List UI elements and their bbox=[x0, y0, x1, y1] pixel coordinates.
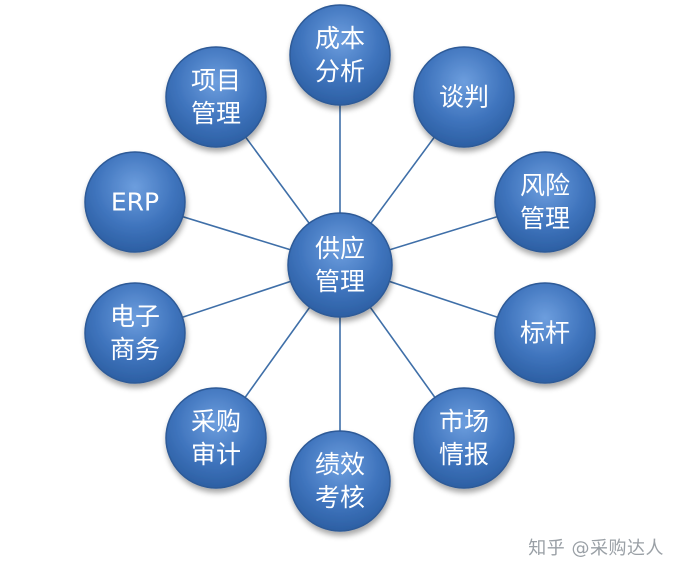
node-market-intelligence-label-line-2: 情报 bbox=[439, 440, 489, 469]
node-benchmarking-label-line-1: 标杆 bbox=[520, 319, 570, 348]
node-negotiation-circle bbox=[413, 46, 515, 148]
center-node-label-line-2: 管理 bbox=[315, 267, 365, 296]
node-project-management-circle bbox=[165, 46, 267, 148]
node-e-commerce-circle bbox=[84, 282, 186, 384]
node-performance-evaluation-circle bbox=[289, 430, 391, 532]
node-risk-management-label-line-1: 风险 bbox=[520, 171, 570, 200]
node-procurement-audit-circle bbox=[165, 387, 267, 489]
node-performance-evaluation-label-line-1: 绩效 bbox=[315, 450, 365, 479]
node-erp-label-line-1: ERP bbox=[111, 188, 159, 217]
node-cost-analysis-label-line-2: 分析 bbox=[315, 57, 365, 86]
node-market-intelligence-label-line-1: 市场 bbox=[439, 407, 489, 436]
node-procurement-audit-label-line-2: 审计 bbox=[191, 440, 241, 469]
watermark: 知乎 @采购达人 bbox=[528, 538, 664, 559]
node-market-intelligence-circle bbox=[413, 387, 515, 489]
node-performance-evaluation-label-line-2: 考核 bbox=[315, 483, 365, 512]
node-e-commerce-label-line-2: 商务 bbox=[110, 335, 160, 364]
node-negotiation: 谈判 bbox=[413, 46, 515, 148]
node-project-management-label-line-2: 管理 bbox=[191, 99, 241, 128]
node-erp-circle bbox=[84, 151, 186, 253]
node-benchmarking-circle bbox=[494, 282, 596, 384]
node-cost-analysis-circle bbox=[289, 4, 391, 106]
center-node-label-line-1: 供应 bbox=[315, 234, 365, 263]
node-e-commerce-label-line-1: 电子 bbox=[110, 302, 160, 331]
node-procurement-audit-label-line-1: 采购 bbox=[191, 407, 241, 436]
node-risk-management-circle bbox=[494, 151, 596, 253]
node-benchmarking: 标杆 bbox=[494, 282, 596, 384]
node-risk-management-label-line-2: 管理 bbox=[520, 204, 570, 233]
node-negotiation-label-line-1: 谈判 bbox=[439, 83, 489, 112]
node-project-management-label-line-1: 项目 bbox=[191, 66, 241, 95]
node-erp: ERP bbox=[84, 151, 186, 253]
node-cost-analysis-label-line-1: 成本 bbox=[315, 24, 365, 53]
center-node-circle bbox=[287, 212, 393, 318]
